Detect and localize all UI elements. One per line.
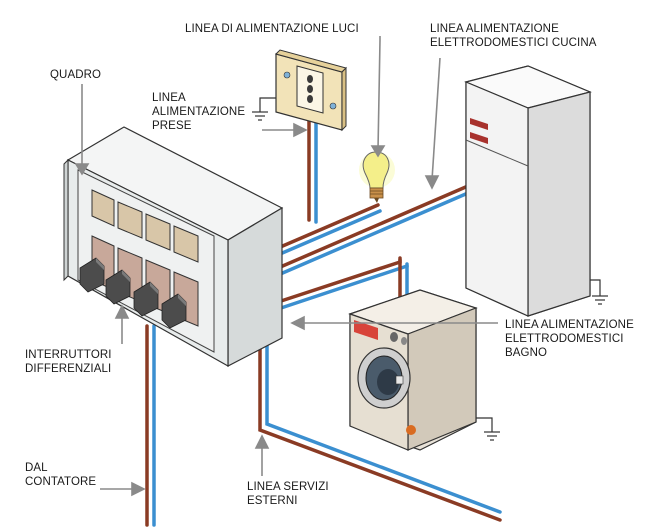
label-linea-prese: LINEA ALIMENTAZIONE PRESE	[152, 91, 245, 133]
label-interruttori-line2: DIFFERENZIALI	[25, 363, 112, 375]
arrow-icon	[293, 122, 308, 138]
label-linea-prese-line2: ALIMENTAZIONE	[152, 106, 246, 118]
label-dal-contatore-line1: DAL	[25, 462, 48, 474]
ground-symbol-icon	[472, 417, 500, 441]
label-interruttori: INTERRUTTORI DIFFERENZIALI	[25, 348, 112, 376]
label-dal-contatore: DAL CONTATORE	[25, 461, 96, 489]
arrow-icon	[290, 315, 305, 331]
label-dal-contatore-line2: CONTATORE	[25, 476, 97, 488]
label-linea-prese-line3: PRESE	[152, 120, 192, 132]
washing-machine	[348, 289, 478, 451]
label-linea-cucina-line1: LINEA ALIMENTAZIONE	[430, 23, 559, 35]
label-linea-servizi-line2: ESTERNI	[247, 495, 298, 507]
arrow-icon	[74, 163, 90, 176]
label-linea-luci: LINEA DI ALIMENTAZIONE LUCI	[185, 22, 359, 36]
light-bulb-icon	[359, 151, 395, 203]
label-linea-bagno: LINEA ALIMENTAZIONE ELETTRODOMESTICI BAG…	[505, 318, 634, 360]
arrow-icon	[254, 434, 270, 449]
label-linea-bagno-line2: ELETTRODOMESTICI	[505, 333, 624, 345]
label-linea-servizi: LINEA SERVIZI ESTERNI	[247, 480, 329, 508]
leader-lines	[74, 36, 498, 497]
arrow-icon	[131, 481, 146, 497]
ground-symbol-icon	[252, 97, 276, 121]
label-linea-cucina: LINEA ALIMENTAZIONE ELETTRODOMESTICI CUC…	[430, 22, 597, 50]
arrow-icon	[424, 175, 440, 190]
wall-plate	[275, 49, 347, 132]
label-linea-bagno-line1: LINEA ALIMENTAZIONE	[505, 319, 634, 331]
arrow-icon	[370, 145, 386, 158]
label-quadro-text: QUADRO	[50, 69, 102, 81]
electrical-panel	[63, 126, 284, 368]
label-linea-luci-text: LINEA DI ALIMENTAZIONE LUCI	[185, 23, 359, 35]
refrigerator	[464, 65, 592, 317]
label-linea-bagno-line3: BAGNO	[505, 347, 548, 359]
label-linea-prese-line1: LINEA	[152, 92, 186, 104]
label-linea-servizi-line1: LINEA SERVIZI	[247, 481, 329, 493]
arrow-icon	[114, 304, 130, 319]
label-quadro: QUADRO	[50, 68, 101, 82]
label-interruttori-line1: INTERRUTTORI	[25, 349, 112, 361]
ground-symbol-icon	[590, 279, 608, 305]
wires	[145, 110, 502, 527]
label-linea-cucina-line2: ELETTRODOMESTICI CUCINA	[430, 37, 597, 49]
